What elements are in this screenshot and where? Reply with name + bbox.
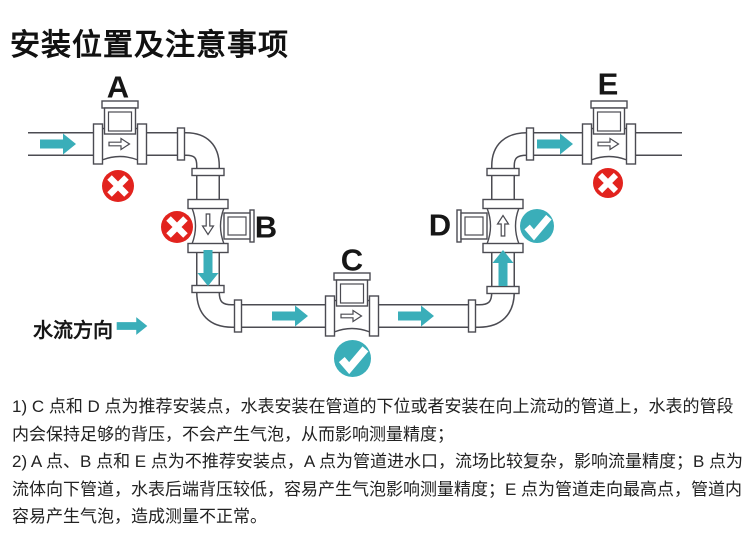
point-label-e: E (597, 66, 619, 102)
water-meter-e (581, 100, 637, 165)
flow-direction-label: 水流方向 (33, 320, 113, 342)
installation-notes: 1) C 点和 D 点为推荐安装点，水表安装在管道的下位或者安装在向上流动的管道… (12, 393, 744, 531)
water-meter-c (324, 272, 380, 337)
pipe-flanges (176, 127, 535, 333)
water-meter-b (187, 198, 255, 254)
flow-direction-legend-arrow (116, 317, 148, 335)
point-label-c: C (340, 242, 364, 278)
approve-mark-icon-c (334, 340, 371, 377)
point-label-d: D (428, 207, 452, 243)
reject-mark-icon-e (593, 168, 623, 198)
water-meter-d (456, 198, 524, 254)
reject-mark-icon-a (102, 170, 134, 202)
page-title: 安装位置及注意事项 (10, 29, 289, 62)
reject-mark-icon-b (161, 211, 193, 243)
note-not-recommended-points: 2) A 点、B 点和 E 点为不推荐安装点，A 点为管道进水口，流场比较复杂，… (12, 452, 744, 526)
approve-mark-icon-d (520, 209, 554, 243)
point-label-b: B (254, 209, 278, 245)
note-recommended-points: 1) C 点和 D 点为推荐安装点，水表安装在管道的下位或者安装在向上流动的管道… (12, 397, 734, 444)
water-meter-a (92, 100, 148, 165)
point-label-a: A (106, 69, 130, 105)
